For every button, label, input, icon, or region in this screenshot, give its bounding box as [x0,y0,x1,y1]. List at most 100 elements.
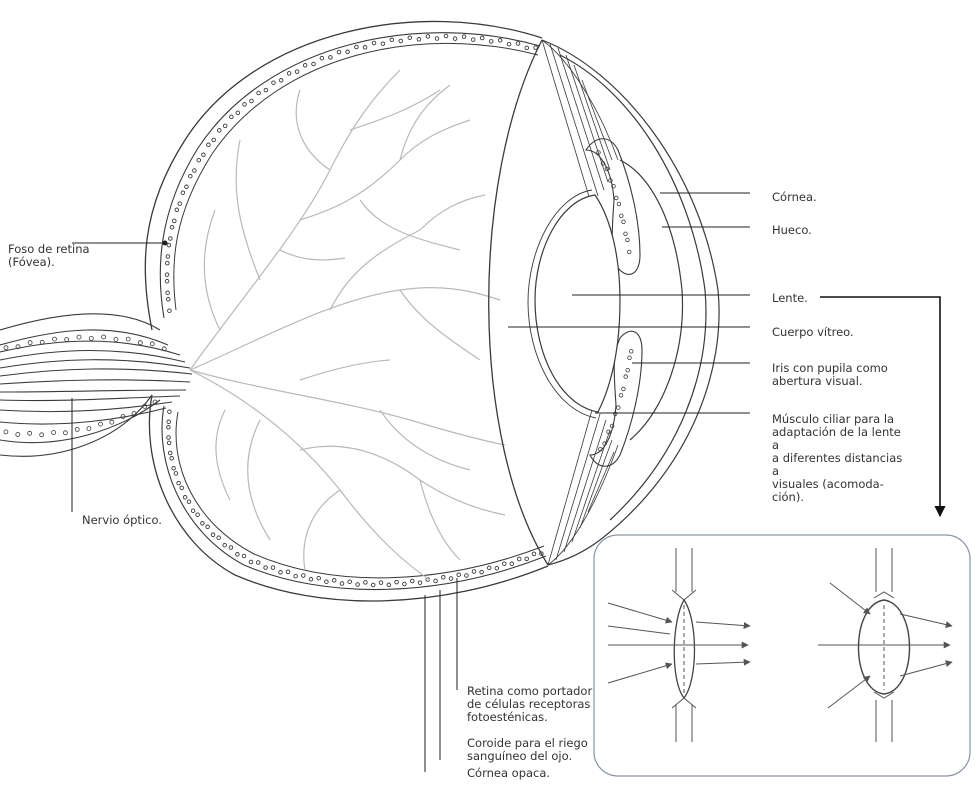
vessel-dot [609,423,615,429]
ciliary-muscle [541,39,619,566]
vessel-dot [263,87,269,93]
vessel-dot [539,551,544,556]
vessel-dot [149,341,155,347]
vessel-dot [434,36,440,41]
label-hueco: Hueco. [772,223,812,237]
vessel-dot [52,336,57,342]
vessel-dot [169,456,174,461]
vessel-dot [328,55,333,60]
vessel-dot [308,577,314,582]
vessel-dot [120,414,126,419]
label-lente: Lente. [772,291,808,305]
vessel-dot [278,78,284,83]
vessel-dot [228,545,234,550]
vessel-dot [613,411,618,416]
optic-nerve [0,313,193,457]
vessel-dot [509,561,515,567]
retinal-blood-vessels [189,69,506,581]
vessel-dot [167,308,172,313]
vessel-dot [188,173,193,179]
vessel-dot [345,49,350,55]
vessel-dot [15,344,21,350]
vessel-dot [263,565,268,570]
vessel-dot [311,61,316,67]
accommodation-inset [593,534,971,777]
vessel-dot [137,340,143,346]
vessel-dot [210,532,216,538]
vessel-dot [166,297,171,302]
vessel-dot [166,242,172,248]
vessel-dot [201,152,206,158]
vessel-dot [627,249,632,255]
vessel-dot [294,69,300,74]
vessel-dot [98,421,103,427]
vitreous-boundary [488,39,549,566]
vessel-dot [398,38,404,44]
vessel-dot [494,565,500,571]
vessel-dot [142,403,148,409]
vessel-dot [618,393,624,398]
vessel-dot [285,569,291,575]
vessel-dot [370,582,376,588]
vessel-dot [3,345,9,351]
vessel-dot [486,565,492,571]
vessel-dot [235,110,241,116]
vessel-dot [502,561,507,566]
vessel-dot [619,213,624,218]
vessel-dot [192,168,197,173]
vessel-dot [180,190,186,195]
vessel-dot [164,272,170,277]
vessel-dot [86,426,92,432]
vessel-dot [488,39,494,44]
vessel-dot [409,578,415,584]
vessel-dot [417,580,423,585]
vessel-dot [470,37,476,42]
vessel-dot [319,55,325,61]
vessel-dot [161,346,167,352]
vessel-dot [497,38,503,43]
vessel-dot [211,137,216,143]
vessel-dot [166,440,172,446]
label-fovea: Foso de retina (Fóvea). [8,242,90,269]
vessel-dot [316,575,321,581]
vessel-dot [331,578,337,583]
vessel-dot [195,512,200,517]
vessel-dot [3,429,9,435]
vessel-dot [596,150,601,155]
vessel-dot [616,405,621,410]
vessel-dot [606,429,611,434]
vessel-dot [88,335,94,341]
vessel-dot [167,450,173,456]
vessel-dot [611,183,616,189]
vessel-dot [271,80,276,85]
flat-lens-figure [607,548,751,742]
vessel-dot [441,575,446,580]
vessel-dot [621,219,626,224]
retina-layer [173,42,545,579]
vessel-dot [625,237,630,243]
vessel-dot [598,447,603,452]
label-nervio-optico: Nervio óptico. [82,513,162,527]
vessel-dot [301,573,306,578]
vessel-dot [602,441,607,446]
vessel-dot [524,45,530,51]
vessel-dot [249,98,254,104]
vessel-dot [533,45,538,50]
vessel-dot [371,40,377,46]
vessel-dot [109,419,115,425]
vessel-dot [506,41,512,47]
vessel-dot [425,34,431,39]
vessel-dot [173,471,179,476]
vessel-dot [182,495,188,500]
vessel-dot [389,37,395,43]
vessel-dot [623,231,628,236]
vessel-dot [293,573,298,579]
vessel-dot [461,34,467,39]
vessel-dot [125,336,131,342]
vessel-dot [278,570,283,575]
vessel-dot [101,334,106,340]
vessel-dot [623,374,628,379]
vessel-dot [172,218,177,224]
label-retina: Retina como portador de células receptor… [467,684,593,724]
